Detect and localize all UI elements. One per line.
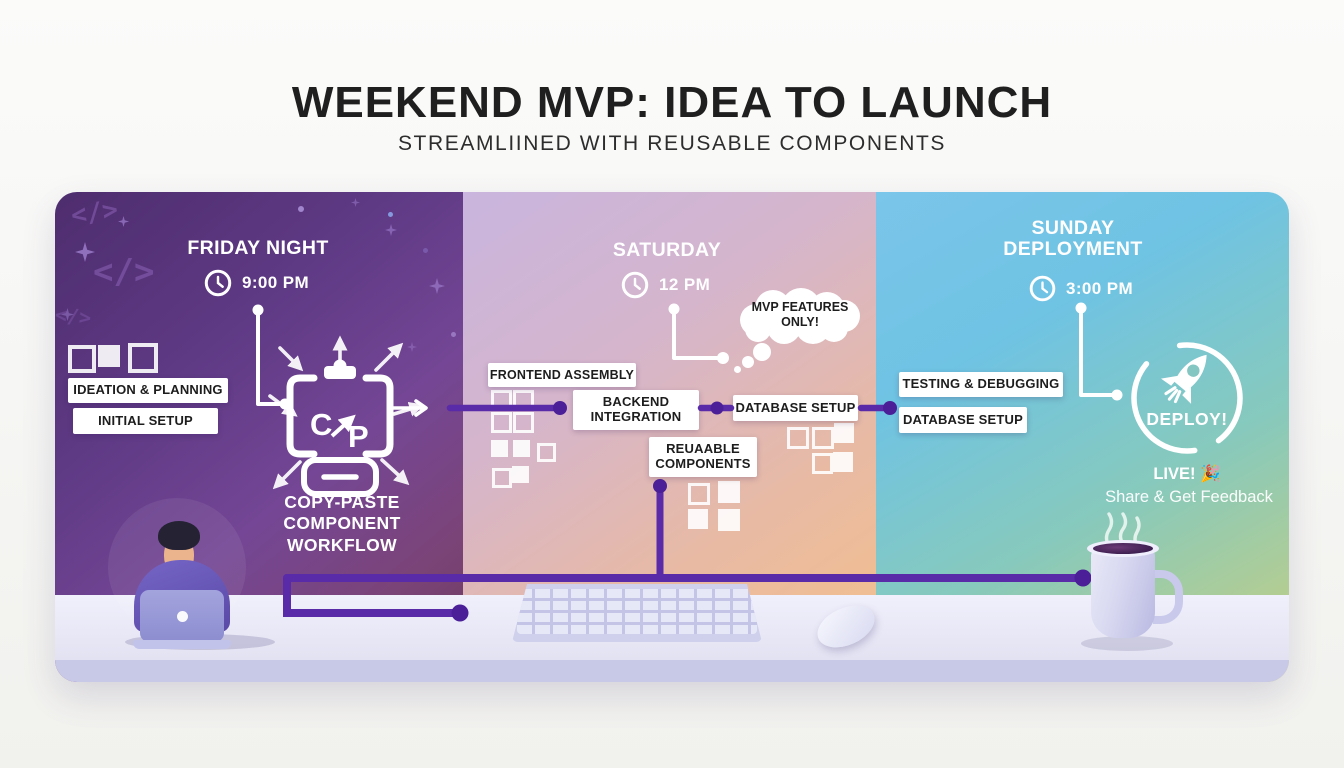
thought-cloud: MVP FEATURES ONLY!: [740, 288, 860, 368]
page-subtitle: STREAMLIINED WITH REUSABLE COMPONENTS: [397, 132, 947, 155]
deco-square: [812, 453, 833, 474]
friday-title: FRIDAY NIGHT: [187, 237, 329, 259]
sparkle-icon: [429, 278, 445, 294]
sparkle-icon: [407, 342, 417, 352]
saturday-time: 12 PM: [659, 275, 711, 294]
deco-square: [833, 452, 853, 472]
code-icon: </>: [55, 302, 93, 330]
timeline-panel: </> </> </> FRIDAY NIGHT 9:00 PM IDEA: [55, 192, 1289, 682]
laptop-base: [133, 640, 231, 649]
deploy-label: DEPLOY!: [1146, 409, 1228, 429]
deco-square: [68, 345, 96, 373]
sparkle-icon: [118, 216, 129, 227]
page-title: WEEKEND MVP: IDEA TO LAUNCH: [291, 78, 1053, 127]
friday-step-setup: INITIAL SETUP: [73, 408, 218, 434]
desk-front-edge: [55, 660, 1289, 682]
sparkle-icon: [75, 242, 95, 262]
clock-icon: [1029, 275, 1056, 302]
person-hair: [158, 521, 200, 550]
copy-letter: C: [310, 407, 332, 442]
clock-icon: [204, 269, 232, 297]
deco-square: [491, 390, 512, 411]
saturday-time-row: 12 PM: [620, 270, 710, 300]
sparkle-icon: [385, 224, 397, 236]
sunday-time-row: 3:00 PM: [1028, 274, 1133, 303]
code-icon: </>: [93, 252, 155, 292]
deco-square: [688, 483, 710, 505]
friday-caption: COPY-PASTE COMPONENT WORKFLOW: [283, 492, 401, 555]
laptop-logo: [177, 611, 188, 622]
deco-square: [513, 440, 530, 457]
deco-square: [492, 468, 512, 488]
code-icon: </>: [69, 194, 120, 232]
keyboard: [512, 584, 762, 642]
rocket-icon: [1161, 354, 1207, 404]
deploy-ring-icon: [1131, 342, 1243, 454]
deco-dot: [451, 332, 456, 337]
cloud-bump: [745, 316, 771, 342]
deco-square: [688, 509, 708, 529]
saturday-step-database: DATABASE SETUP: [733, 395, 858, 421]
deco-square: [513, 390, 534, 411]
deco-square: [718, 509, 740, 531]
sunday-step-database: DATABASE SETUP: [899, 407, 1027, 433]
sunday-title: SUNDAY DEPLOYMENT: [1003, 217, 1143, 260]
thought-text: MVP FEATURES ONLY!: [751, 300, 849, 329]
deco-square: [98, 345, 120, 367]
saturday-title: SATURDAY: [612, 239, 722, 261]
share-feedback-label: Share & Get Feedback: [1105, 488, 1273, 506]
deco-square: [491, 440, 508, 457]
deco-square: [834, 423, 854, 443]
deco-dot: [423, 248, 428, 253]
coffee-surface: [1093, 543, 1153, 554]
deco-square: [718, 481, 740, 503]
clock-icon: [621, 271, 649, 299]
deco-square: [512, 466, 529, 483]
deco-square: [491, 412, 512, 433]
deco-square: [787, 427, 809, 449]
cloud-bump: [795, 308, 831, 344]
thought-bubble: [734, 366, 741, 373]
thought-bubble: [742, 356, 754, 368]
sparkle-icon: [351, 198, 360, 207]
keyboard-keys: [517, 589, 757, 634]
saturday-step-reusable: REUAABLE COMPONENTS: [649, 437, 757, 477]
paste-letter: P: [348, 419, 369, 454]
deco-square: [812, 427, 834, 449]
copy-paste-clipboard-icon: C P: [268, 335, 425, 497]
saturday-step-backend: BACKEND INTEGRATION: [573, 390, 699, 430]
deco-square: [513, 412, 534, 433]
friday-step-ideation: IDEATION & PLANNING: [68, 378, 228, 403]
deco-dot: [388, 212, 393, 217]
friday-time-row: 9:00 PM: [203, 268, 309, 298]
deco-square: [537, 443, 556, 462]
deco-square: [128, 343, 158, 373]
mug-handle: [1153, 570, 1183, 624]
friday-time: 9:00 PM: [242, 273, 310, 292]
thought-bubble: [753, 343, 771, 361]
deco-dot: [298, 206, 304, 212]
mug-body: [1091, 548, 1155, 638]
sunday-step-testing: TESTING & DEBUGGING: [899, 372, 1063, 397]
mug-shadow: [1081, 636, 1173, 651]
sunday-time: 3:00 PM: [1066, 278, 1134, 298]
live-label: LIVE! 🎉: [1153, 465, 1221, 483]
saturday-step-frontend: FRONTEND ASSEMBLY: [488, 363, 636, 387]
